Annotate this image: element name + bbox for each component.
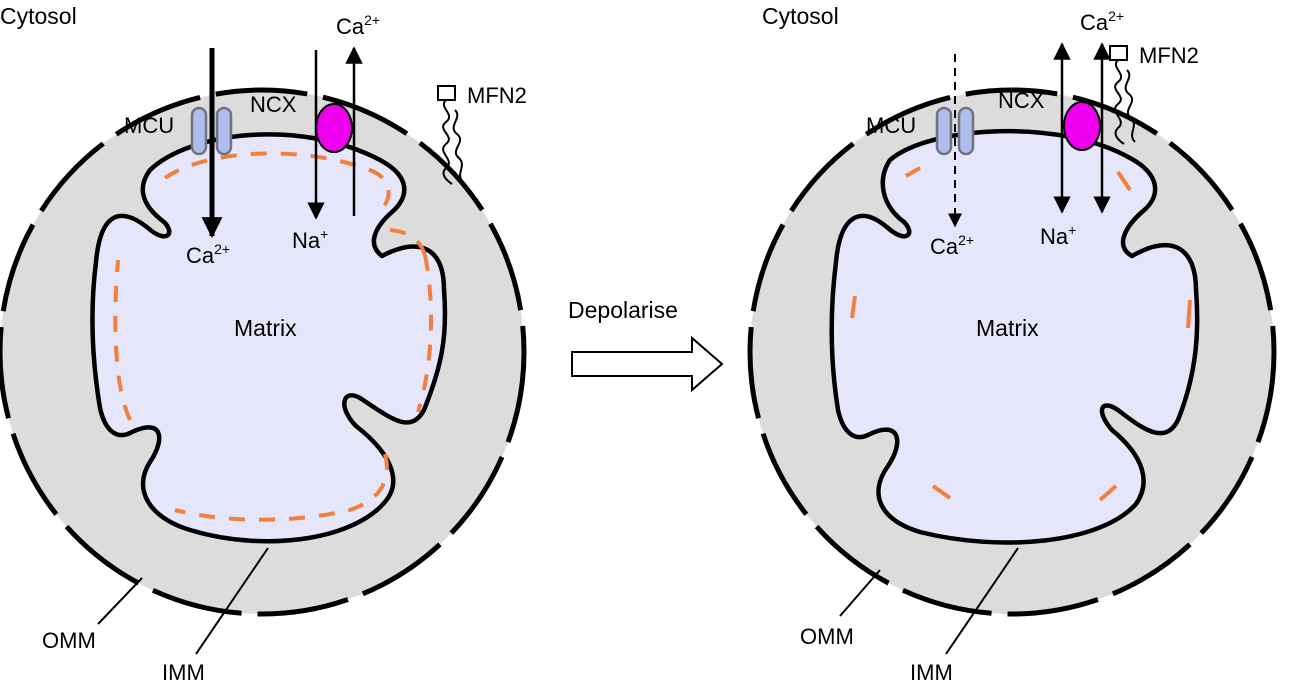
omm-label: OMM <box>42 628 96 653</box>
imm-label: IMM <box>162 660 205 685</box>
imm-label: IMM <box>910 660 953 685</box>
ncx-label: NCX <box>998 88 1045 113</box>
ca-in-label: Ca2+ <box>930 232 974 259</box>
omm-leader-line <box>839 569 881 617</box>
outer-mitochondrial-membrane <box>0 87 527 617</box>
imm-leader-line <box>195 547 269 655</box>
mfn2-label: MFN2 <box>1139 43 1199 68</box>
omm-leader-line <box>97 577 143 625</box>
cristae-dashes <box>850 166 1192 502</box>
outer-mitochondrial-membrane <box>747 87 1277 617</box>
depolarise-label: Depolarise <box>568 297 678 323</box>
mfn2-protein <box>437 85 464 185</box>
hollow-right-arrow-icon <box>571 335 724 393</box>
matrix-label: Matrix <box>976 315 1039 341</box>
ncx-exchanger <box>1063 101 1101 151</box>
panel-depolarised: Cytosol MCU Ca2+ NCX Na+ Ca2+ <box>747 3 1277 685</box>
na-label: Na+ <box>1040 222 1076 249</box>
transition: Depolarise <box>568 297 724 393</box>
inner-mitochondrial-membrane <box>90 132 448 544</box>
ca-in-label: Ca2+ <box>186 241 230 268</box>
mfn2-protein <box>1109 45 1136 145</box>
mcu-label: MCU <box>866 113 916 138</box>
ncx-exchanger <box>315 103 353 153</box>
mfn2-label: MFN2 <box>467 83 527 108</box>
matrix-label: Matrix <box>234 315 297 341</box>
ca-out-label: Ca2+ <box>336 12 380 39</box>
ncx-label: NCX <box>250 92 297 117</box>
omm-label: OMM <box>800 624 854 649</box>
inner-mitochondrial-membrane <box>829 128 1200 545</box>
mcu-channel <box>190 106 233 156</box>
cytosol-label: Cytosol <box>762 3 839 29</box>
cristae-dashes <box>113 151 434 522</box>
na-label: Na+ <box>292 226 328 253</box>
mcu-channel <box>935 106 975 156</box>
ca-out-label: Ca2+ <box>1080 8 1124 35</box>
panel-polarised: Cytosol MCU Ca2+ NCX Na+ Ca2+ MFN <box>0 3 527 685</box>
imm-leader-line <box>945 547 1019 655</box>
cytosol-label: Cytosol <box>0 3 77 29</box>
mcu-label: MCU <box>124 113 174 138</box>
